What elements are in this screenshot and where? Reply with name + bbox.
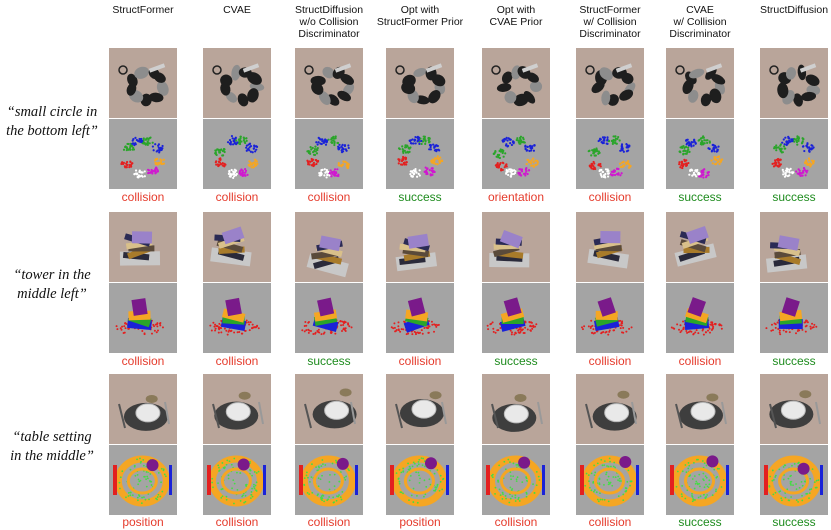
point-cloud-render [109, 119, 177, 189]
result-label: success [307, 354, 351, 368]
result-label: collision [588, 515, 632, 529]
simulation-render [203, 48, 271, 118]
point-cloud-render [295, 283, 363, 353]
simulation-render [760, 48, 828, 118]
column-header: StructDiffusion w/o Collision Discrimina… [294, 4, 364, 40]
simulation-render [482, 48, 550, 118]
point-cloud-render [295, 445, 363, 515]
result-label: success [678, 190, 722, 204]
simulation-render [203, 374, 271, 444]
result-label: collision [215, 190, 259, 204]
result-label: collision [678, 354, 722, 368]
simulation-render [576, 374, 644, 444]
column-header: CVAE [223, 4, 251, 16]
point-cloud-render [666, 283, 734, 353]
column-header: Opt with StructFormer Prior [376, 4, 464, 28]
point-cloud-render [576, 283, 644, 353]
simulation-render [295, 374, 363, 444]
result-label: collision [215, 354, 259, 368]
point-cloud-render [760, 119, 828, 189]
simulation-render [576, 48, 644, 118]
row-label: “small circle in the bottom left” [6, 104, 98, 139]
column-header: CVAE w/ Collision Discriminator [669, 4, 731, 40]
simulation-render [295, 48, 363, 118]
column-header: StructFormer w/ Collision Discriminator [579, 4, 641, 40]
row-label: “table setting in the middle” [10, 429, 94, 464]
point-cloud-render [386, 445, 454, 515]
simulation-render [109, 48, 177, 118]
simulation-render [386, 374, 454, 444]
point-cloud-render [482, 119, 550, 189]
point-cloud-render [203, 445, 271, 515]
result-label: collision [398, 354, 442, 368]
point-cloud-render [576, 119, 644, 189]
simulation-render [482, 212, 550, 282]
simulation-render [666, 48, 734, 118]
simulation-render [760, 212, 828, 282]
result-label: collision [494, 515, 538, 529]
column-header: StructFormer [112, 4, 174, 16]
result-label: collision [588, 354, 632, 368]
simulation-render [109, 212, 177, 282]
point-cloud-render [203, 119, 271, 189]
point-cloud-render [295, 119, 363, 189]
simulation-render [666, 374, 734, 444]
result-label: success [772, 190, 816, 204]
point-cloud-render [109, 283, 177, 353]
point-cloud-render [109, 445, 177, 515]
simulation-render [386, 212, 454, 282]
simulation-render [203, 212, 271, 282]
simulation-render [482, 374, 550, 444]
point-cloud-render [666, 445, 734, 515]
result-label: success [494, 354, 538, 368]
simulation-render [109, 374, 177, 444]
result-label: collision [307, 515, 351, 529]
simulation-render [295, 212, 363, 282]
point-cloud-render [760, 283, 828, 353]
result-label: success [772, 354, 816, 368]
point-cloud-render [576, 445, 644, 515]
point-cloud-render [203, 283, 271, 353]
result-label: success [772, 515, 816, 529]
result-label: position [399, 515, 441, 529]
column-header: Opt with CVAE Prior [489, 4, 543, 28]
point-cloud-render [482, 445, 550, 515]
simulation-render [576, 212, 644, 282]
result-label: orientation [487, 190, 545, 204]
simulation-render [386, 48, 454, 118]
result-label: collision [588, 190, 632, 204]
result-label: collision [121, 190, 165, 204]
column-header: StructDiffusion [759, 4, 829, 16]
point-cloud-render [760, 445, 828, 515]
point-cloud-render [386, 119, 454, 189]
simulation-render [760, 374, 828, 444]
row-label: “tower in the middle left” [13, 267, 91, 302]
result-label: position [122, 515, 164, 529]
simulation-render [666, 212, 734, 282]
result-label: collision [307, 190, 351, 204]
result-label: collision [121, 354, 165, 368]
point-cloud-render [386, 283, 454, 353]
point-cloud-render [482, 283, 550, 353]
result-label: success [678, 515, 722, 529]
result-label: success [398, 190, 442, 204]
result-label: collision [215, 515, 259, 529]
point-cloud-render [666, 119, 734, 189]
